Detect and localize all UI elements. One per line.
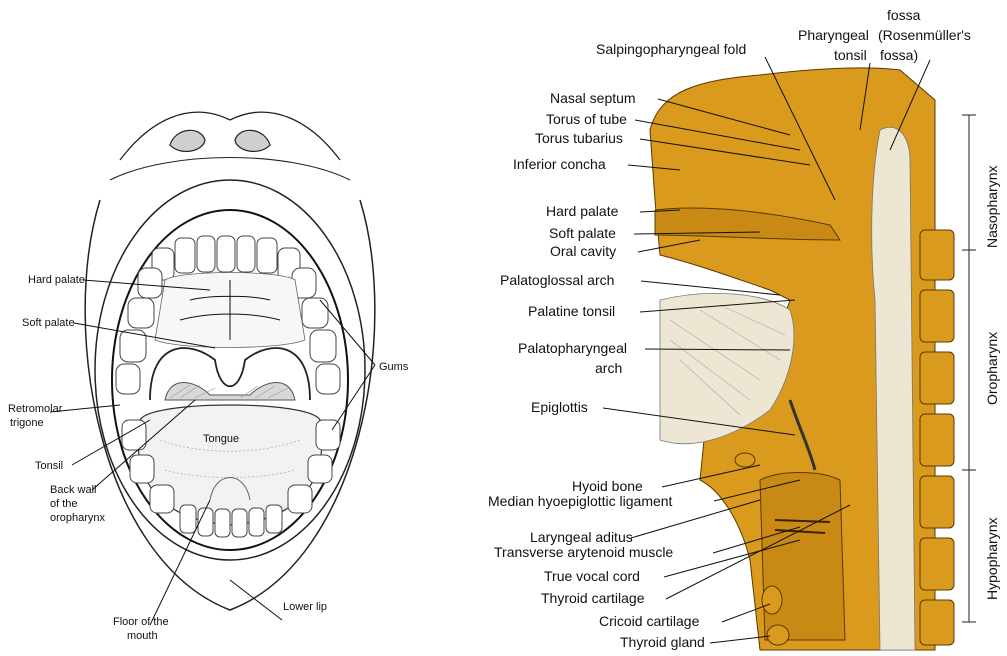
label-epiglottis: Epiglottis [531,399,588,415]
label-palatoglossal-arch: Palatoglossal arch [500,272,614,288]
label-rosenmuller-fossa: fossa) [880,47,918,63]
label-rosenmuller: (Rosenmüller's [878,27,971,43]
label-salpingopharyngeal-fold: Salpingopharyngeal fold [596,41,746,57]
hyoid-shape [735,453,755,467]
label-transverse-arytenoid-muscle: Transverse arytenoid muscle [494,544,673,560]
label-thyroid-cartilage: Thyroid cartilage [541,590,645,606]
pharynx-diagram: fossa (Rosenmüller's fossa) Pharyngeal t… [488,7,1000,650]
label-torus-tubarius: Torus tubarius [535,130,623,146]
label-inferior-concha: Inferior concha [513,156,606,172]
label-oral-cavity: Oral cavity [550,243,616,259]
label-palatopharyngeal: Palatopharyngeal [518,340,627,356]
label-back-wall-2: of the [50,498,78,510]
label-hypopharynx: Hypopharynx [984,518,1000,601]
label-tongue: Tongue [203,433,239,445]
larynx [760,473,845,641]
nose-drawing [110,112,350,180]
label-lower-lip: Lower lip [283,601,327,613]
label-hard-palate: Hard palate [28,274,85,286]
label-soft-palate: Soft palate [22,317,75,329]
label-gums: Gums [379,361,409,373]
label-cricoid-cartilage: Cricoid cartilage [599,613,700,629]
label-oropharynx: Oropharynx [984,332,1000,405]
label-palatine-tonsil: Palatine tonsil [528,303,615,319]
label-pharyngeal-tonsil: tonsil [834,47,867,63]
label-hard-palate-2: Hard palate [546,203,619,219]
label-back-wall-1: Back wall [50,484,96,496]
label-soft-palate-2: Soft palate [549,225,616,241]
label-hyoid-bone: Hyoid bone [572,478,643,494]
label-floor-of-mouth-1: Floor of the [113,616,169,628]
cricoid-shape [762,586,782,614]
label-fossa: fossa [887,7,921,23]
region-bracket [962,115,976,622]
label-retromolar: Retromolar [8,403,63,415]
label-palatopharyngeal-arch: arch [595,360,622,376]
thyroid-gland-shape [767,625,789,645]
label-nasal-septum: Nasal septum [550,90,636,106]
label-thyroid-gland: Thyroid gland [620,634,705,650]
label-tonsil: Tonsil [35,460,63,472]
label-torus-of-tube: Torus of tube [546,111,627,127]
label-laryngeal-aditus: Laryngeal aditus [530,529,633,545]
label-median-hyoepiglottic-ligament: Median hyoepiglottic ligament [488,493,673,509]
label-nasopharynx: Nasopharynx [984,166,1000,249]
vertebrae [920,230,954,645]
label-pharyngeal: Pharyngeal [798,27,869,43]
label-trigone: trigone [10,417,44,429]
label-floor-of-mouth-2: mouth [127,630,158,642]
mouth-diagram: Hard palate Soft palate Retromolar trigo… [8,112,409,642]
label-back-wall-3: oropharynx [50,512,106,524]
label-true-vocal-cord: True vocal cord [544,568,640,584]
